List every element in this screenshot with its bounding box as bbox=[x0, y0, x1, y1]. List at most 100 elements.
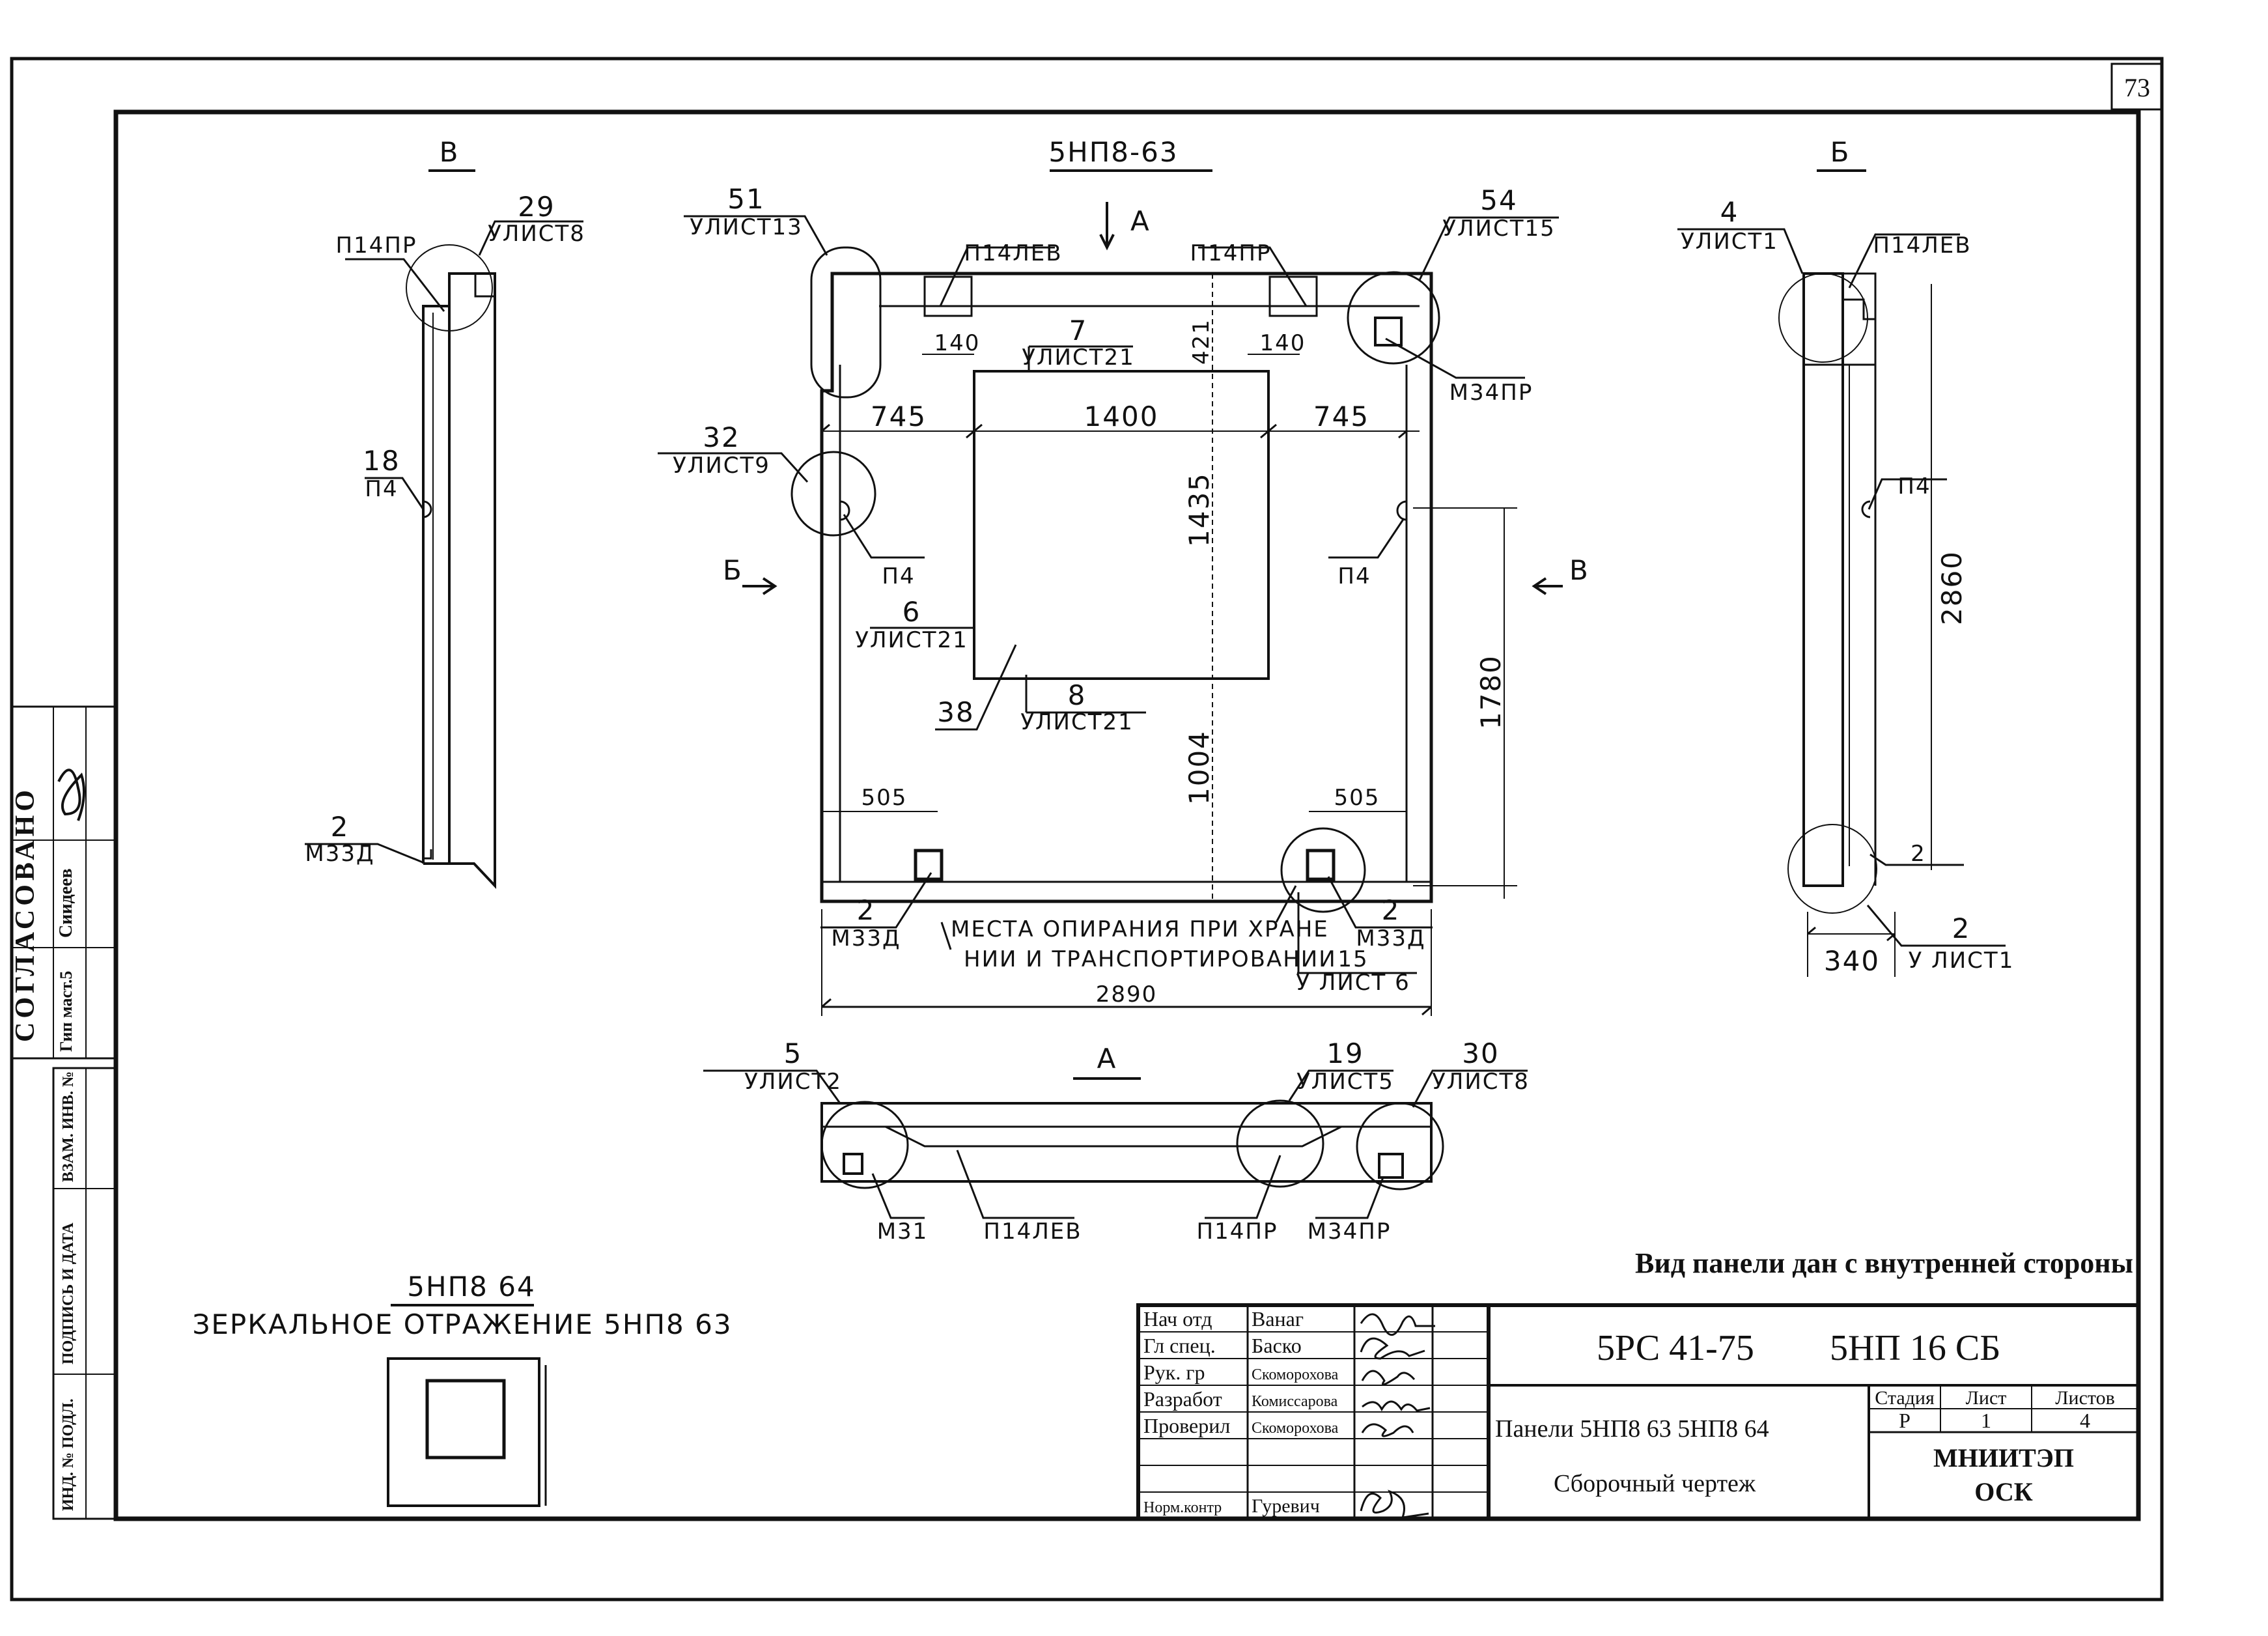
dim-1400: 1400 bbox=[1084, 401, 1159, 432]
mirror-panel-subtitle: ЗЕРКАЛЬНОЕ ОТРАЖЕНИЕ 5НП8 63 bbox=[192, 1308, 732, 1340]
callout-2-front-right: 2 bbox=[1382, 894, 1401, 926]
callout-6-ref: УЛИСТ21 bbox=[855, 627, 968, 653]
callout-54-ref: УЛИСТ15 bbox=[1442, 216, 1556, 242]
callout-8-ref: УЛИСТ21 bbox=[1020, 709, 1134, 735]
callout-5-ref: УЛИСТ2 bbox=[744, 1069, 842, 1095]
label-p14lev-top: П14ЛЕВ bbox=[964, 240, 1062, 266]
tb-stage: Р bbox=[1899, 1409, 1911, 1432]
callout-6: 6 bbox=[903, 596, 921, 628]
support-note-line-1: МЕСТА ОПИРАНИЯ ПРИ ХРАНЕ bbox=[951, 916, 1329, 942]
dim-2860: 2860 bbox=[1936, 550, 1968, 625]
label-p14pr-bottom: П14ПР bbox=[1197, 1219, 1278, 1245]
callout-2-right: 2 bbox=[1911, 841, 1926, 867]
callout-2-front-left: 2 bbox=[857, 894, 876, 926]
approval-strip bbox=[10, 656, 117, 1520]
callout-4: 4 bbox=[1720, 196, 1739, 228]
tb-name-5: Скоморохова bbox=[1252, 1420, 1339, 1437]
front-dimensions bbox=[821, 274, 1517, 1016]
mirror-panel-thumbnail bbox=[387, 1357, 547, 1507]
callout-18-ref: П4 bbox=[365, 476, 398, 502]
callout-32-ref: УЛИСТ9 bbox=[673, 453, 770, 479]
left-side-view bbox=[406, 244, 496, 890]
tb-sheets-label: Листов bbox=[2055, 1387, 2115, 1409]
dim-1004: 1004 bbox=[1183, 730, 1215, 805]
view-titles: 5НП8-63 В Б А bbox=[428, 136, 1866, 1080]
label-m34pr-top: М34ПР bbox=[1449, 380, 1533, 406]
right-view-title: Б bbox=[1830, 136, 1851, 168]
label-m34pr-bottom: М34ПР bbox=[1308, 1219, 1392, 1245]
dim-1780: 1780 bbox=[1475, 655, 1507, 729]
front-panel bbox=[791, 246, 1440, 913]
callout-7-ref: УЛИСТ21 bbox=[1022, 345, 1135, 371]
callout-19: 19 bbox=[1326, 1037, 1364, 1069]
callout-38: 38 bbox=[937, 696, 974, 728]
dim-140-left: 140 bbox=[934, 330, 981, 356]
support-note-line-2: НИИ И ТРАНСПОРТИРОВАНИИ bbox=[964, 946, 1337, 972]
callout-2-left-ref: М33Д bbox=[305, 841, 374, 867]
tb-name-8: Гуревич bbox=[1252, 1495, 1320, 1517]
tb-org-1: МНИИТЭП bbox=[1933, 1443, 2074, 1473]
stamp-sign-date: ПОДПИСЬ И ДАТА bbox=[60, 1222, 77, 1364]
dim-505-left: 505 bbox=[861, 785, 908, 811]
title-block bbox=[1136, 1303, 2140, 1521]
tb-panel-name: Панели 5НП8 63 5НП8 64 bbox=[1495, 1415, 1769, 1443]
arrow-a-label: А bbox=[1130, 205, 1151, 237]
label-p14pr-left: П14ПР bbox=[336, 233, 417, 259]
callout-2-front-right-ref: М33Д bbox=[1356, 925, 1425, 952]
stamp-replaces-inv: ВЗАМ. ИНВ. № bbox=[60, 1071, 77, 1182]
tb-role-1: Нач отд bbox=[1143, 1307, 1212, 1331]
arrow-a-indicator bbox=[1099, 202, 1115, 251]
tb-org-2: ОСК bbox=[1974, 1477, 2033, 1506]
callout-15-ref: У ЛИСТ 6 bbox=[1296, 970, 1410, 996]
callout-2-left: 2 bbox=[331, 811, 350, 843]
right-side-view bbox=[1778, 272, 1932, 977]
callout-2-front-left-ref: М33Д bbox=[831, 925, 901, 952]
label-m31: М31 bbox=[877, 1219, 929, 1245]
label-p14lev-right: П14ЛЕВ bbox=[1873, 233, 1971, 259]
callout-4-ref: УЛИСТ1 bbox=[1681, 229, 1778, 255]
tb-code-doc: 5НП 16 СБ bbox=[1830, 1328, 2000, 1368]
tb-stage-label: Стадия bbox=[1875, 1387, 1935, 1409]
callout-5: 5 bbox=[784, 1037, 803, 1069]
tb-sheet: 1 bbox=[1981, 1409, 1991, 1432]
dim-1435: 1435 bbox=[1183, 472, 1215, 547]
label-p4-c: П4 bbox=[1897, 473, 1931, 500]
dim-421: 421 bbox=[1188, 318, 1214, 365]
sheet-number: 73 bbox=[2124, 73, 2150, 102]
arrow-b-label: Б bbox=[723, 554, 743, 586]
tb-role-3: Рук. гр bbox=[1143, 1361, 1205, 1384]
approval-signature bbox=[57, 769, 85, 821]
left-view-title: В bbox=[440, 136, 460, 168]
arrow-b-indicator bbox=[742, 577, 777, 595]
callout-30-ref: УЛИСТ8 bbox=[1432, 1069, 1530, 1095]
front-view-title: 5НП8-63 bbox=[1048, 136, 1178, 168]
callout-19-ref: УЛИСТ5 bbox=[1296, 1069, 1394, 1095]
tb-name-2: Баско bbox=[1252, 1334, 1302, 1357]
stamp-inventory-no: ИНД. № ПОДЛ. bbox=[60, 1399, 77, 1512]
dim-2890: 2890 bbox=[1096, 981, 1158, 1008]
approval-heading: СОГЛАСОВАНО bbox=[10, 786, 40, 1042]
tb-name-3: Скоморохова bbox=[1252, 1366, 1339, 1383]
approval-position: Гип маст.5 bbox=[57, 971, 76, 1052]
tb-code-series: 5РС 41-75 bbox=[1597, 1328, 1754, 1368]
callout-2-right-bottom-ref: У ЛИСТ1 bbox=[1909, 948, 2015, 974]
view-note: Вид панели дан с внутренней стороны bbox=[1635, 1247, 2133, 1279]
callout-54: 54 bbox=[1480, 184, 1517, 216]
tb-role-5: Проверил bbox=[1143, 1414, 1230, 1437]
callout-7: 7 bbox=[1069, 315, 1088, 346]
label-p14pr-top: П14ПР bbox=[1190, 240, 1272, 266]
tb-role-8: Норм.контр bbox=[1143, 1499, 1222, 1516]
callout-8: 8 bbox=[1068, 679, 1087, 711]
tb-name-1: Ванаг bbox=[1252, 1307, 1304, 1331]
arrow-v-indicator bbox=[1532, 577, 1563, 595]
dim-745-left: 745 bbox=[871, 401, 927, 432]
tb-drawing-type: Сборочный чертеж bbox=[1554, 1470, 1756, 1497]
callout-18: 18 bbox=[363, 445, 400, 477]
callout-51: 51 bbox=[727, 183, 764, 215]
callout-32: 32 bbox=[703, 421, 740, 453]
tb-sheets: 4 bbox=[2080, 1409, 2090, 1432]
label-p4-a: П4 bbox=[882, 563, 915, 589]
bottom-view-title: А bbox=[1097, 1043, 1117, 1075]
tb-sheet-label: Лист bbox=[1966, 1387, 2007, 1409]
dim-340: 340 bbox=[1824, 945, 1880, 977]
